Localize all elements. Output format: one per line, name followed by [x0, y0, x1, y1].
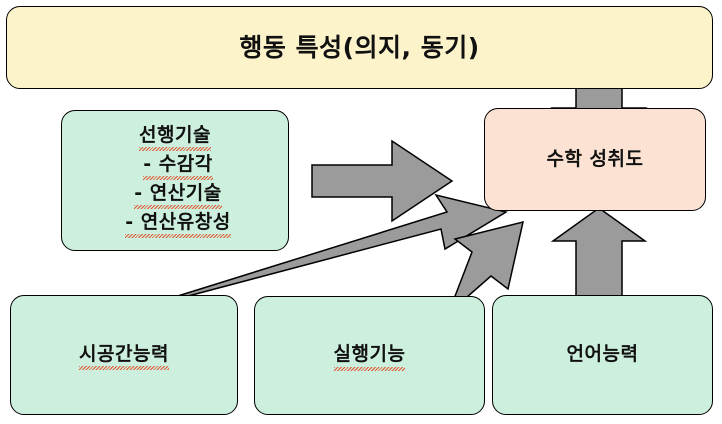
arrow-prerequisite-to-math — [311, 139, 454, 223]
node-behavior-characteristics-label: 행동 특성(의지, 동기) — [239, 33, 480, 62]
node-prerequisite-item-calculation-skill: - 연산기술 — [128, 181, 223, 210]
spellcheck-underline: - 연산유창성 — [125, 210, 232, 239]
spellcheck-underline: - 수감각 — [143, 152, 214, 181]
node-executive-function-label: 실행기능 — [333, 342, 406, 371]
node-prerequisite-skills: 선행기술 - 수감각 - 연산기술 - 연산유창성 — [61, 110, 289, 251]
node-language-ability-label: 언어능력 — [566, 343, 639, 366]
node-executive-function: 실행기능 — [254, 296, 485, 415]
node-behavior-characteristics: 행동 특성(의지, 동기) — [6, 6, 713, 89]
spellcheck-underline: 선행기술 — [139, 123, 211, 152]
arrow-language-to-math — [550, 207, 648, 299]
spellcheck-underline: 실행기능 — [333, 342, 406, 371]
node-spatial-ability-label: 시공간능력 — [79, 342, 169, 371]
node-prerequisite-item-number-sense: - 수감각 — [137, 152, 214, 181]
spellcheck-underline: - 연산기술 — [134, 181, 223, 210]
node-spatial-ability: 시공간능력 — [10, 295, 238, 415]
node-language-ability: 언어능력 — [492, 295, 713, 415]
node-math-achievement: 수학 성취도 — [484, 108, 706, 211]
spellcheck-underline: 시공간능력 — [79, 342, 169, 371]
node-prerequisite-item-calculation-fluency: - 연산유창성 — [119, 210, 232, 239]
node-math-achievement-label: 수학 성취도 — [546, 147, 644, 170]
node-prerequisite-skills-heading: 선행기술 — [139, 123, 211, 152]
